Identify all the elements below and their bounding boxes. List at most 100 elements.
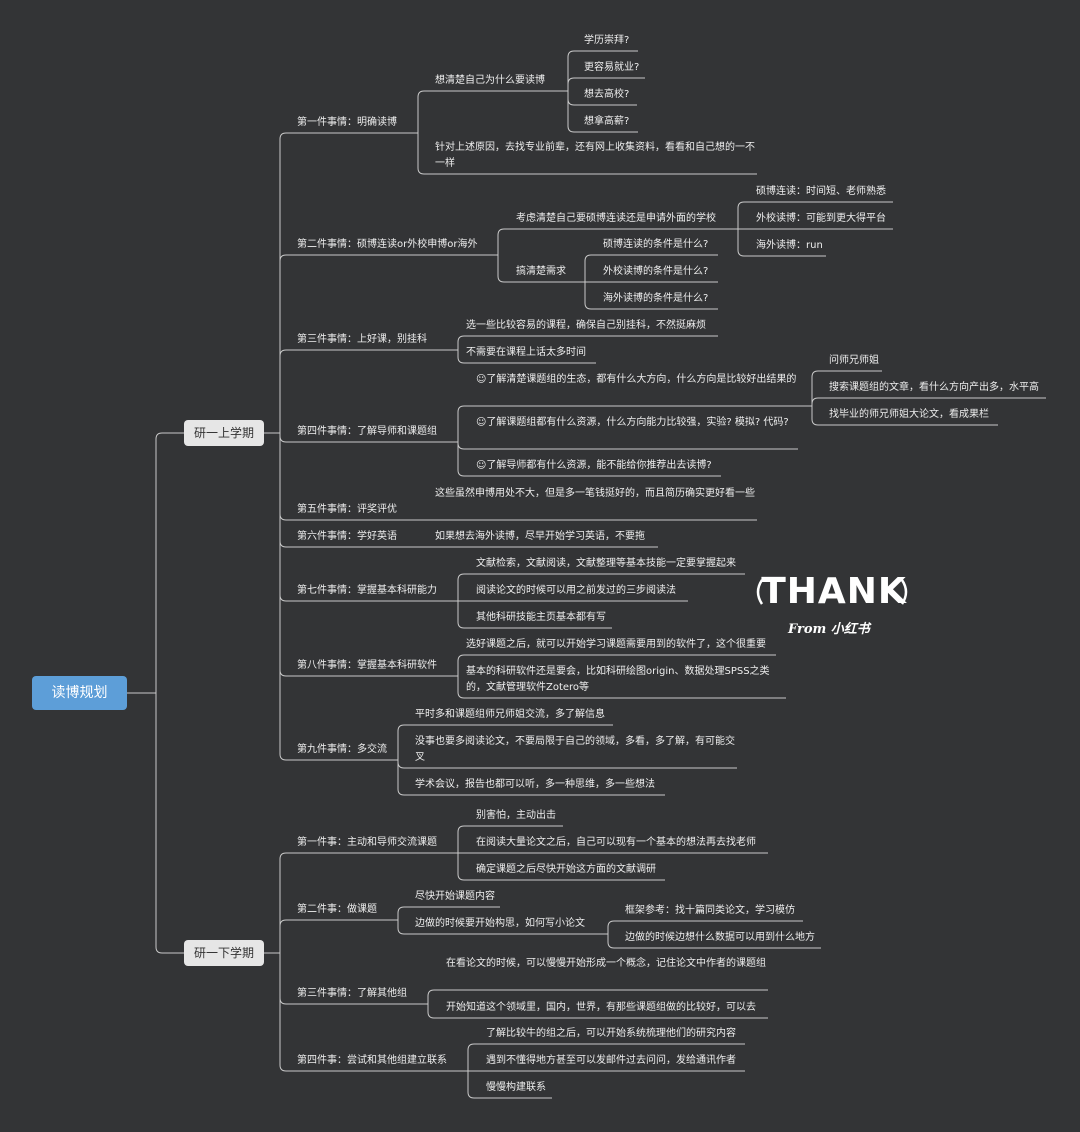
a1-why[interactable]: 想清楚自己为什么要读博 — [435, 75, 545, 86]
a1-reason[interactable]: 更容易就业? — [584, 62, 640, 73]
connector-line — [155, 946, 184, 954]
a5-item[interactable]: 这些虽然申博用处不大，但是多一笔钱挺好的，而且简历确实更好看一些 — [435, 488, 755, 499]
watermark-brackets — [756, 579, 908, 605]
connector-line — [279, 753, 398, 761]
b4-item[interactable]: 慢慢构建联系 — [486, 1082, 546, 1093]
watermark-from: From 小红书 — [788, 622, 870, 637]
connector-line — [417, 167, 757, 175]
connector-line — [279, 540, 418, 548]
a4-eco-sub[interactable]: 找毕业的师兄师姐大论文，看成果栏 — [829, 409, 989, 420]
a7-item[interactable]: 阅读论文的时候可以用之前发过的三步阅读法 — [476, 585, 676, 596]
connector-line — [427, 989, 768, 997]
connector-line — [584, 254, 718, 262]
connector-line — [567, 50, 638, 58]
b1-item[interactable]: 确定课题之后尽快开始这方面的文献调研 — [476, 864, 656, 875]
a4-eco-sub[interactable]: 问师兄师姐 — [829, 355, 879, 366]
b1-item[interactable]: 别害怕，主动出击 — [476, 810, 556, 821]
branch-second-semester[interactable]: 研一下学期 — [184, 940, 264, 966]
b4-item[interactable]: 遇到不懂得地方甚至可以发邮件过去问问，发给通讯作者 — [486, 1055, 736, 1066]
topic-a8[interactable]: 第八件事情：掌握基本科研软件 — [297, 660, 437, 671]
connector-line — [737, 201, 893, 209]
connector-line — [457, 825, 563, 833]
b4-item[interactable]: 了解比较牛的组之后，可以开始系统梳理他们的研究内容 — [486, 1028, 736, 1039]
connector-line — [457, 442, 798, 450]
a2-condition[interactable]: 硕博连读的条件是什么? — [603, 239, 709, 250]
connector-line — [457, 691, 786, 699]
connector-line — [279, 669, 458, 677]
connector-line — [457, 621, 612, 629]
connector-line — [737, 249, 826, 257]
connector-line — [397, 761, 737, 769]
topic-a9[interactable]: 第九件事情：多交流 — [297, 744, 387, 755]
connector-line — [417, 90, 568, 98]
connector-line — [567, 125, 638, 133]
b2-write-sub[interactable]: 边做的时候边想什么数据可以用到什么地方 — [625, 932, 815, 943]
connector-line — [397, 927, 608, 935]
a2-option[interactable]: 硕博连读：时间短、老师熟悉 — [756, 186, 886, 197]
connector-line — [811, 418, 998, 426]
b3-item[interactable]: 在看论文的时候，可以慢慢开始形成一个概念，记住论文中作者的课题组 — [446, 958, 766, 969]
topic-a7[interactable]: 第七件事情：掌握基本科研能力 — [297, 585, 437, 596]
a2-option[interactable]: 外校读博：可能到更大得平台 — [756, 213, 886, 224]
connector-line — [279, 997, 428, 1005]
connector-line — [567, 98, 637, 106]
a9-item[interactable]: 平时多和课题组师兄师姐交流，多了解信息 — [415, 709, 605, 720]
connector-line — [457, 873, 665, 881]
a4-advisor[interactable]: ☺了解导师都有什么资源，能不能给你推荐出去读博? — [476, 460, 712, 471]
a7-item[interactable]: 其他科研技能主页基本都有写 — [476, 612, 606, 623]
connector-line — [457, 469, 721, 477]
topic-b3[interactable]: 第三件事情：了解其他组 — [297, 988, 407, 999]
a2-needs[interactable]: 搞清楚需求 — [516, 266, 566, 277]
a3-item[interactable]: 不需要在课程上话太多时间 — [466, 347, 586, 358]
a1-action[interactable]: 针对上述原因，去找专业前辈，还有网上收集资料，看看和自己想的一不一样 — [435, 142, 755, 169]
a8-item[interactable]: 选好课题之后，就可以开始学习课题需要用到的软件了，这个很重要 — [466, 639, 766, 650]
a9-item[interactable]: 没事也要多阅读论文，不要局限于自己的领域，多看，多了解，有可能交叉 — [415, 736, 735, 763]
branch-first-semester[interactable]: 研一上学期 — [184, 420, 264, 446]
a9-item[interactable]: 学术会议，报告也都可以听，多一种思维，多一些想法 — [415, 779, 655, 790]
a2-consider[interactable]: 考虑清楚自己要硕博连读还是申请外面的学校 — [516, 213, 716, 224]
a1-reason[interactable]: 想拿高薪? — [584, 116, 630, 127]
connector-line — [467, 1091, 552, 1099]
b2-write-sub[interactable]: 框架参考：找十篇同类论文，学习模仿 — [625, 905, 795, 916]
connector-line — [279, 254, 498, 262]
topic-b1[interactable]: 第一件事：主动和导师交流课题 — [297, 837, 437, 848]
b1-item[interactable]: 在阅读大量论文之后，自己可以现有一个基本的想法再去找老师 — [476, 837, 756, 848]
a4-eco-sub[interactable]: 搜索课题组的文章，看什么方向产出多，水平高 — [829, 382, 1039, 393]
b3-item[interactable]: 开始知道这个领域里，国内，世界，有那些课题组做的比较好，可以去 — [446, 1002, 756, 1013]
a3-item[interactable]: 选一些比较容易的课程，确保自己别挂科，不然挺麻烦 — [466, 320, 706, 331]
b2-write[interactable]: 边做的时候要开始构思，如何写小论文 — [415, 918, 585, 929]
connector-line — [457, 654, 776, 662]
topic-a2[interactable]: 第二件事情：硕博连读or外校申博or海外 — [297, 239, 478, 250]
topic-b4[interactable]: 第四件事：尝试和其他组建立联系 — [297, 1055, 447, 1066]
a4-ecosystem[interactable]: ☺了解清楚课题组的生态，都有什么大方向，什么方向是比较好出结果的 — [476, 374, 797, 385]
a1-reason[interactable]: 想去高校? — [584, 89, 630, 100]
a6-item[interactable]: 如果想去海外读博，尽早开始学习英语，不要拖 — [435, 531, 645, 542]
connector-line — [279, 1064, 468, 1072]
b2-start[interactable]: 尽快开始课题内容 — [415, 891, 495, 902]
connector-line — [457, 356, 596, 364]
topic-b2[interactable]: 第二件事：做课题 — [297, 904, 377, 915]
a2-option[interactable]: 海外读博：run — [756, 240, 823, 251]
connector-line — [279, 132, 418, 140]
connector-line — [497, 275, 585, 283]
connector-line — [155, 432, 184, 440]
connector-line — [567, 77, 645, 85]
topic-a4[interactable]: 第四件事情：了解导师和课题组 — [297, 426, 437, 437]
a2-condition[interactable]: 海外读博的条件是什么? — [603, 293, 709, 304]
a2-condition[interactable]: 外校读博的条件是什么? — [603, 266, 709, 277]
a4-resources[interactable]: ☺了解课题组都有什么资源，什么方向能力比较强，实验? 模拟? 代码? — [476, 417, 789, 428]
connector-line — [279, 435, 458, 443]
a8-item[interactable]: 基本的科研软件还是要会，比如科研绘图origin、数据处理SPSS之类的，文献管… — [466, 666, 770, 693]
a1-reason[interactable]: 学历崇拜? — [584, 35, 630, 46]
connector-line — [811, 370, 882, 378]
topic-a6[interactable]: 第六件事情：学好英语 — [297, 531, 397, 542]
connector-line — [279, 513, 418, 521]
topic-a5[interactable]: 第五件事情：评奖评优 — [297, 504, 397, 515]
a7-item[interactable]: 文献检索，文献阅读，文献整理等基本技能一定要掌握起来 — [476, 558, 736, 569]
watermark: THANK From 小红书 — [752, 568, 916, 644]
topic-a3[interactable]: 第三件事情：上好课，别挂科 — [297, 334, 427, 345]
topic-a1[interactable]: 第一件事情：明确读博 — [297, 117, 397, 128]
root-node[interactable]: 读博规划 — [32, 676, 127, 710]
